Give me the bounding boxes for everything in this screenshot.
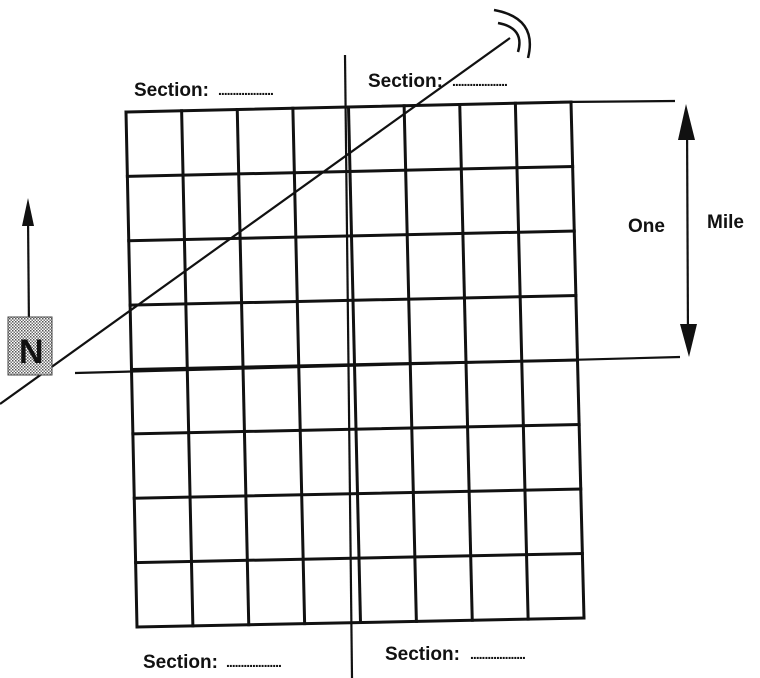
north-arrow-icon xyxy=(22,198,34,331)
svg-text:Section:: Section: xyxy=(143,652,218,673)
section-label-bottom-left: Section: ................... xyxy=(143,652,282,673)
grid-line-horizontal xyxy=(127,229,576,243)
grid-line-horizontal xyxy=(134,551,584,565)
diagonal-road-line xyxy=(0,37,511,405)
section-blank-bottom-left: ................... xyxy=(226,654,281,670)
grid-line-horizontal xyxy=(135,616,586,629)
north-letter: N xyxy=(19,333,44,371)
section-label-bottom-right: Section: ................... xyxy=(385,644,526,665)
section-divider-horizontal xyxy=(74,355,681,375)
section-blank-bottom-right: ................... xyxy=(470,646,525,662)
svg-text:Section:: Section: xyxy=(134,80,209,101)
grid-line-horizontal xyxy=(132,487,583,500)
section-label-top-left: Section: ................... xyxy=(134,80,274,101)
signal-wave-icon xyxy=(493,8,532,59)
svg-text:Section:: Section: xyxy=(385,644,460,665)
section-blank-top-right: ................... xyxy=(452,73,507,89)
grid-line-horizontal xyxy=(131,422,581,436)
scale-label-one: One xyxy=(628,216,665,237)
grid-line-horizontal xyxy=(124,100,573,114)
svg-text:Section:: Section: xyxy=(368,71,443,92)
scale-label-mile: Mile xyxy=(707,212,744,233)
one-mile-scale-arrow-icon xyxy=(678,104,697,357)
one-mile-top-line xyxy=(559,99,676,104)
section-blank-top-left: ................... xyxy=(218,82,273,98)
grid-line-horizontal xyxy=(128,293,578,307)
grid-line-horizontal xyxy=(125,164,575,178)
section-label-top-right: Section: ................... xyxy=(368,71,508,92)
north-compass-box: N xyxy=(7,316,53,376)
